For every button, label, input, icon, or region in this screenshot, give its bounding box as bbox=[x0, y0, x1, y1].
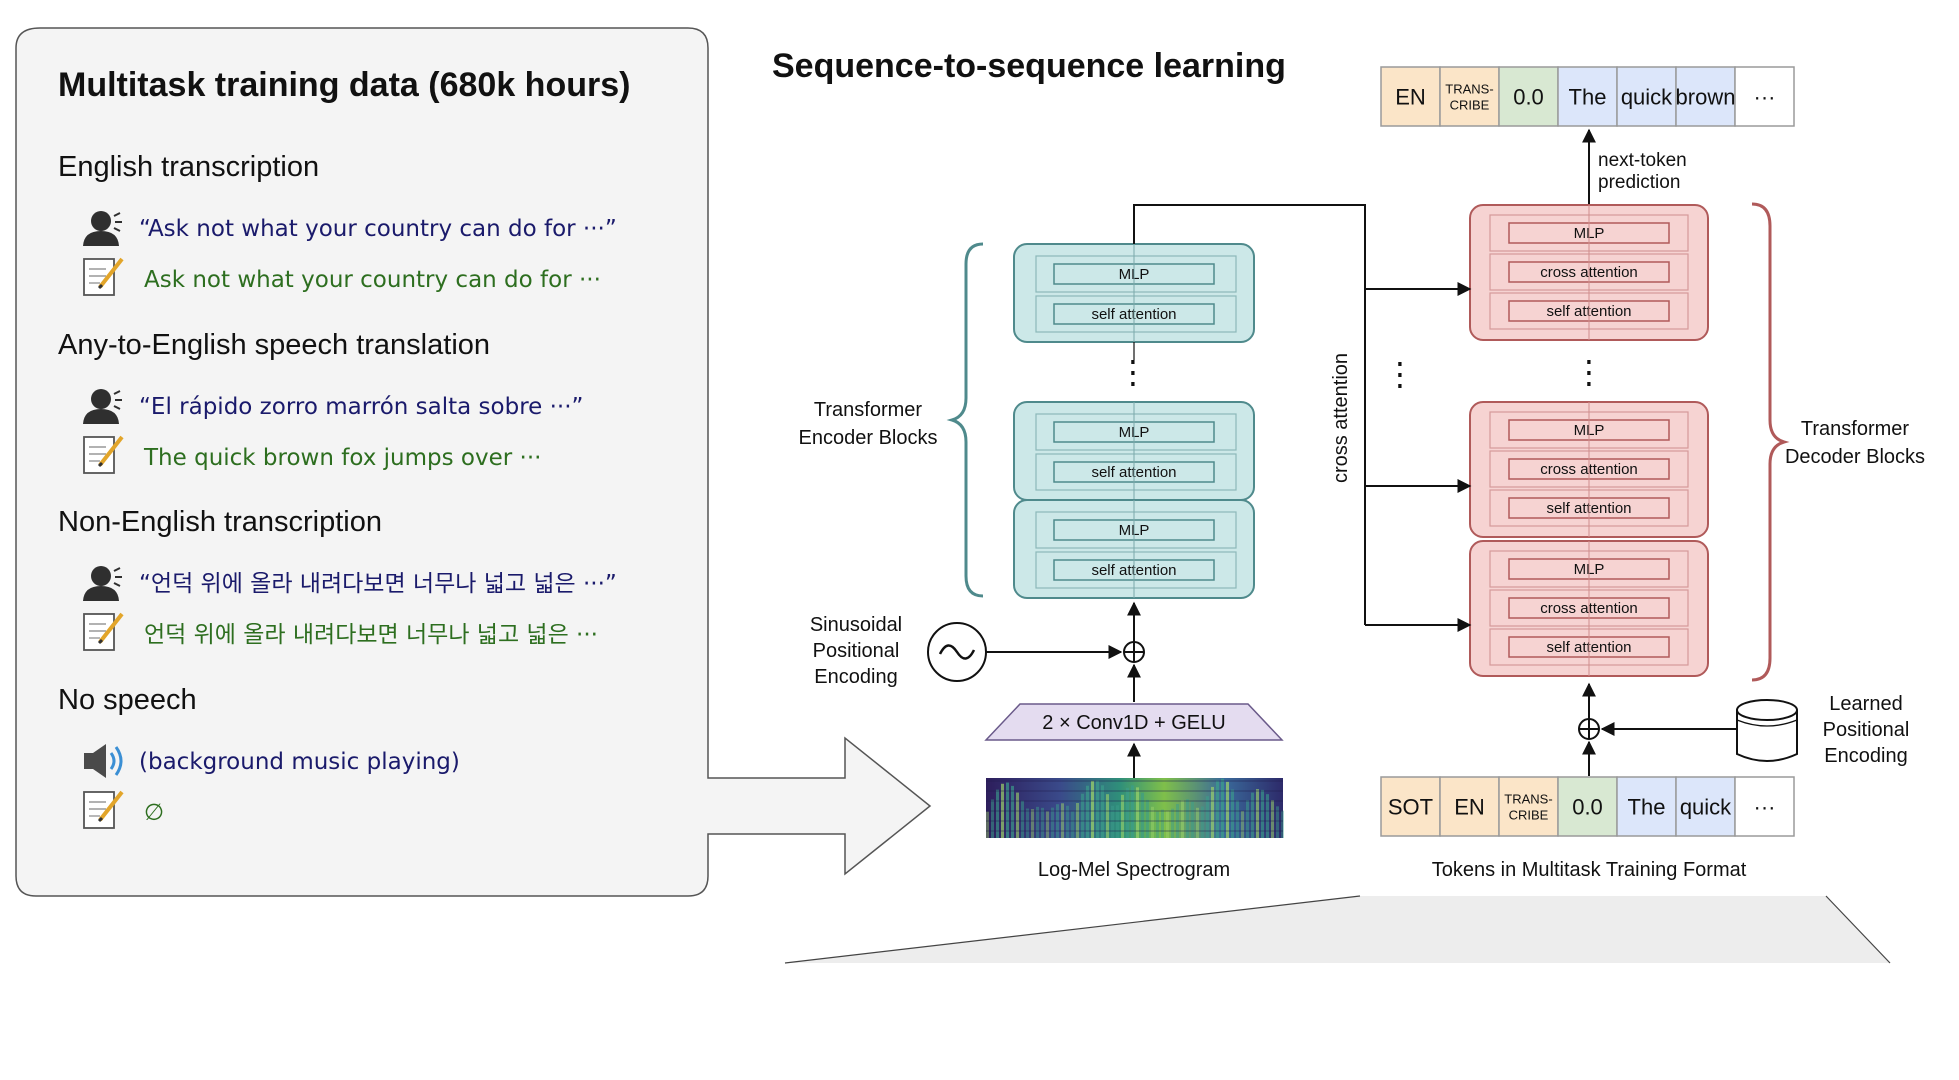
speaking-person-icon bbox=[83, 211, 122, 246]
token-box bbox=[1498, 66, 1559, 127]
log-mel-spectrogram bbox=[986, 778, 1284, 838]
zoom-wedge-edge-right bbox=[1825, 895, 1891, 964]
section-heading: Any-to-English speech translation bbox=[58, 329, 490, 361]
decoder-vertical-dots: ⋮ bbox=[1573, 353, 1605, 391]
transcript-example-text: ∅ bbox=[144, 800, 164, 826]
tokens-label: Tokens in Multitask Training Format bbox=[1432, 859, 1747, 881]
memo-icon bbox=[83, 257, 124, 296]
token-box bbox=[1675, 776, 1736, 837]
speaking-person-icon bbox=[83, 389, 122, 424]
token-label: brown bbox=[1676, 85, 1736, 110]
token-label: EN bbox=[1454, 795, 1485, 820]
conv1d-gelu-block bbox=[984, 703, 1284, 741]
encoder-brace bbox=[946, 242, 984, 598]
token-box bbox=[1734, 776, 1795, 837]
token-box bbox=[1439, 66, 1500, 127]
speaking-person-icon bbox=[83, 566, 122, 601]
learned-encoding-icon bbox=[1736, 699, 1798, 762]
token-label: ··· bbox=[1754, 795, 1776, 820]
cross-attention-vertical-dots: ⋮ bbox=[1384, 355, 1416, 393]
token-label: TRANS-CRIBE bbox=[1504, 792, 1552, 823]
transcript-example-text: The quick brown fox jumps over ··· bbox=[143, 445, 541, 471]
audio-example-text: “Ask not what your country can do for ··… bbox=[139, 216, 617, 242]
token-box bbox=[1498, 776, 1559, 837]
audio-example-text: “El rápido zorro marrón salta sobre ···” bbox=[139, 394, 583, 420]
token-label: 0.0 bbox=[1572, 795, 1603, 820]
token-box bbox=[1616, 66, 1677, 127]
decoder-brace bbox=[1751, 202, 1790, 682]
section-heading: Non-English transcription bbox=[58, 506, 382, 538]
token-label: EN bbox=[1395, 85, 1426, 110]
token-box bbox=[1734, 66, 1795, 127]
token-label: The bbox=[1569, 85, 1607, 110]
section-heading: No speech bbox=[58, 684, 197, 716]
conv1d-gelu-label: 2 × Conv1D + GELU bbox=[1042, 712, 1225, 734]
input-token-row: SOT EN TRANS-CRIBE 0.0 The quick ··· bbox=[1380, 776, 1795, 837]
transcript-example-text: Ask not what your country can do for ··· bbox=[144, 267, 601, 293]
cross-attention-side-label: cross attention bbox=[1330, 353, 1352, 483]
token-label: ··· bbox=[1754, 85, 1776, 110]
token-label: SOT bbox=[1388, 795, 1433, 820]
zoom-wedge bbox=[785, 896, 1890, 963]
panel-background bbox=[15, 27, 932, 897]
left-panel-title: Multitask training data (680k hours) bbox=[58, 66, 630, 104]
right-panel: Sequence-to-sequence learning EN TRANS-CR… bbox=[772, 47, 1925, 964]
token-label: The bbox=[1628, 795, 1666, 820]
sine-wave-glyph bbox=[938, 644, 976, 660]
audio-example-text: “언덕 위에 올라 내려다보면 너무나 넓고 넓은 ···” bbox=[139, 571, 617, 597]
audio-example-text: (background music playing) bbox=[139, 749, 460, 775]
memo-icon bbox=[83, 612, 124, 651]
spectrogram-texture bbox=[986, 778, 1284, 838]
encoder-output-line bbox=[1133, 204, 1366, 625]
memo-icon bbox=[83, 790, 124, 829]
zoom-wedge-edge-left bbox=[784, 895, 1361, 964]
token-label: 0.0 bbox=[1513, 85, 1544, 110]
right-panel-title: Sequence-to-sequence learning bbox=[772, 47, 1286, 85]
token-box bbox=[1675, 66, 1736, 127]
token-label: quick bbox=[1621, 85, 1673, 110]
token-label: TRANS-CRIBE bbox=[1445, 82, 1493, 113]
transcript-example-text: 언덕 위에 올라 내려다보면 너무나 넓고 넓은 ··· bbox=[144, 622, 598, 648]
token-label: quick bbox=[1680, 795, 1732, 820]
token-box bbox=[1439, 776, 1500, 837]
training-data-sections: English transcription “Ask not what your … bbox=[58, 151, 617, 829]
spectrogram-label: Log-Mel Spectrogram bbox=[1038, 859, 1230, 881]
section-heading: English transcription bbox=[58, 151, 319, 183]
encoder-vertical-dots: ⋮ bbox=[1117, 353, 1149, 391]
memo-icon bbox=[83, 435, 124, 474]
speaker-icon bbox=[84, 744, 123, 778]
left-panel: Multitask training data (680k hours) Eng… bbox=[15, 27, 932, 897]
